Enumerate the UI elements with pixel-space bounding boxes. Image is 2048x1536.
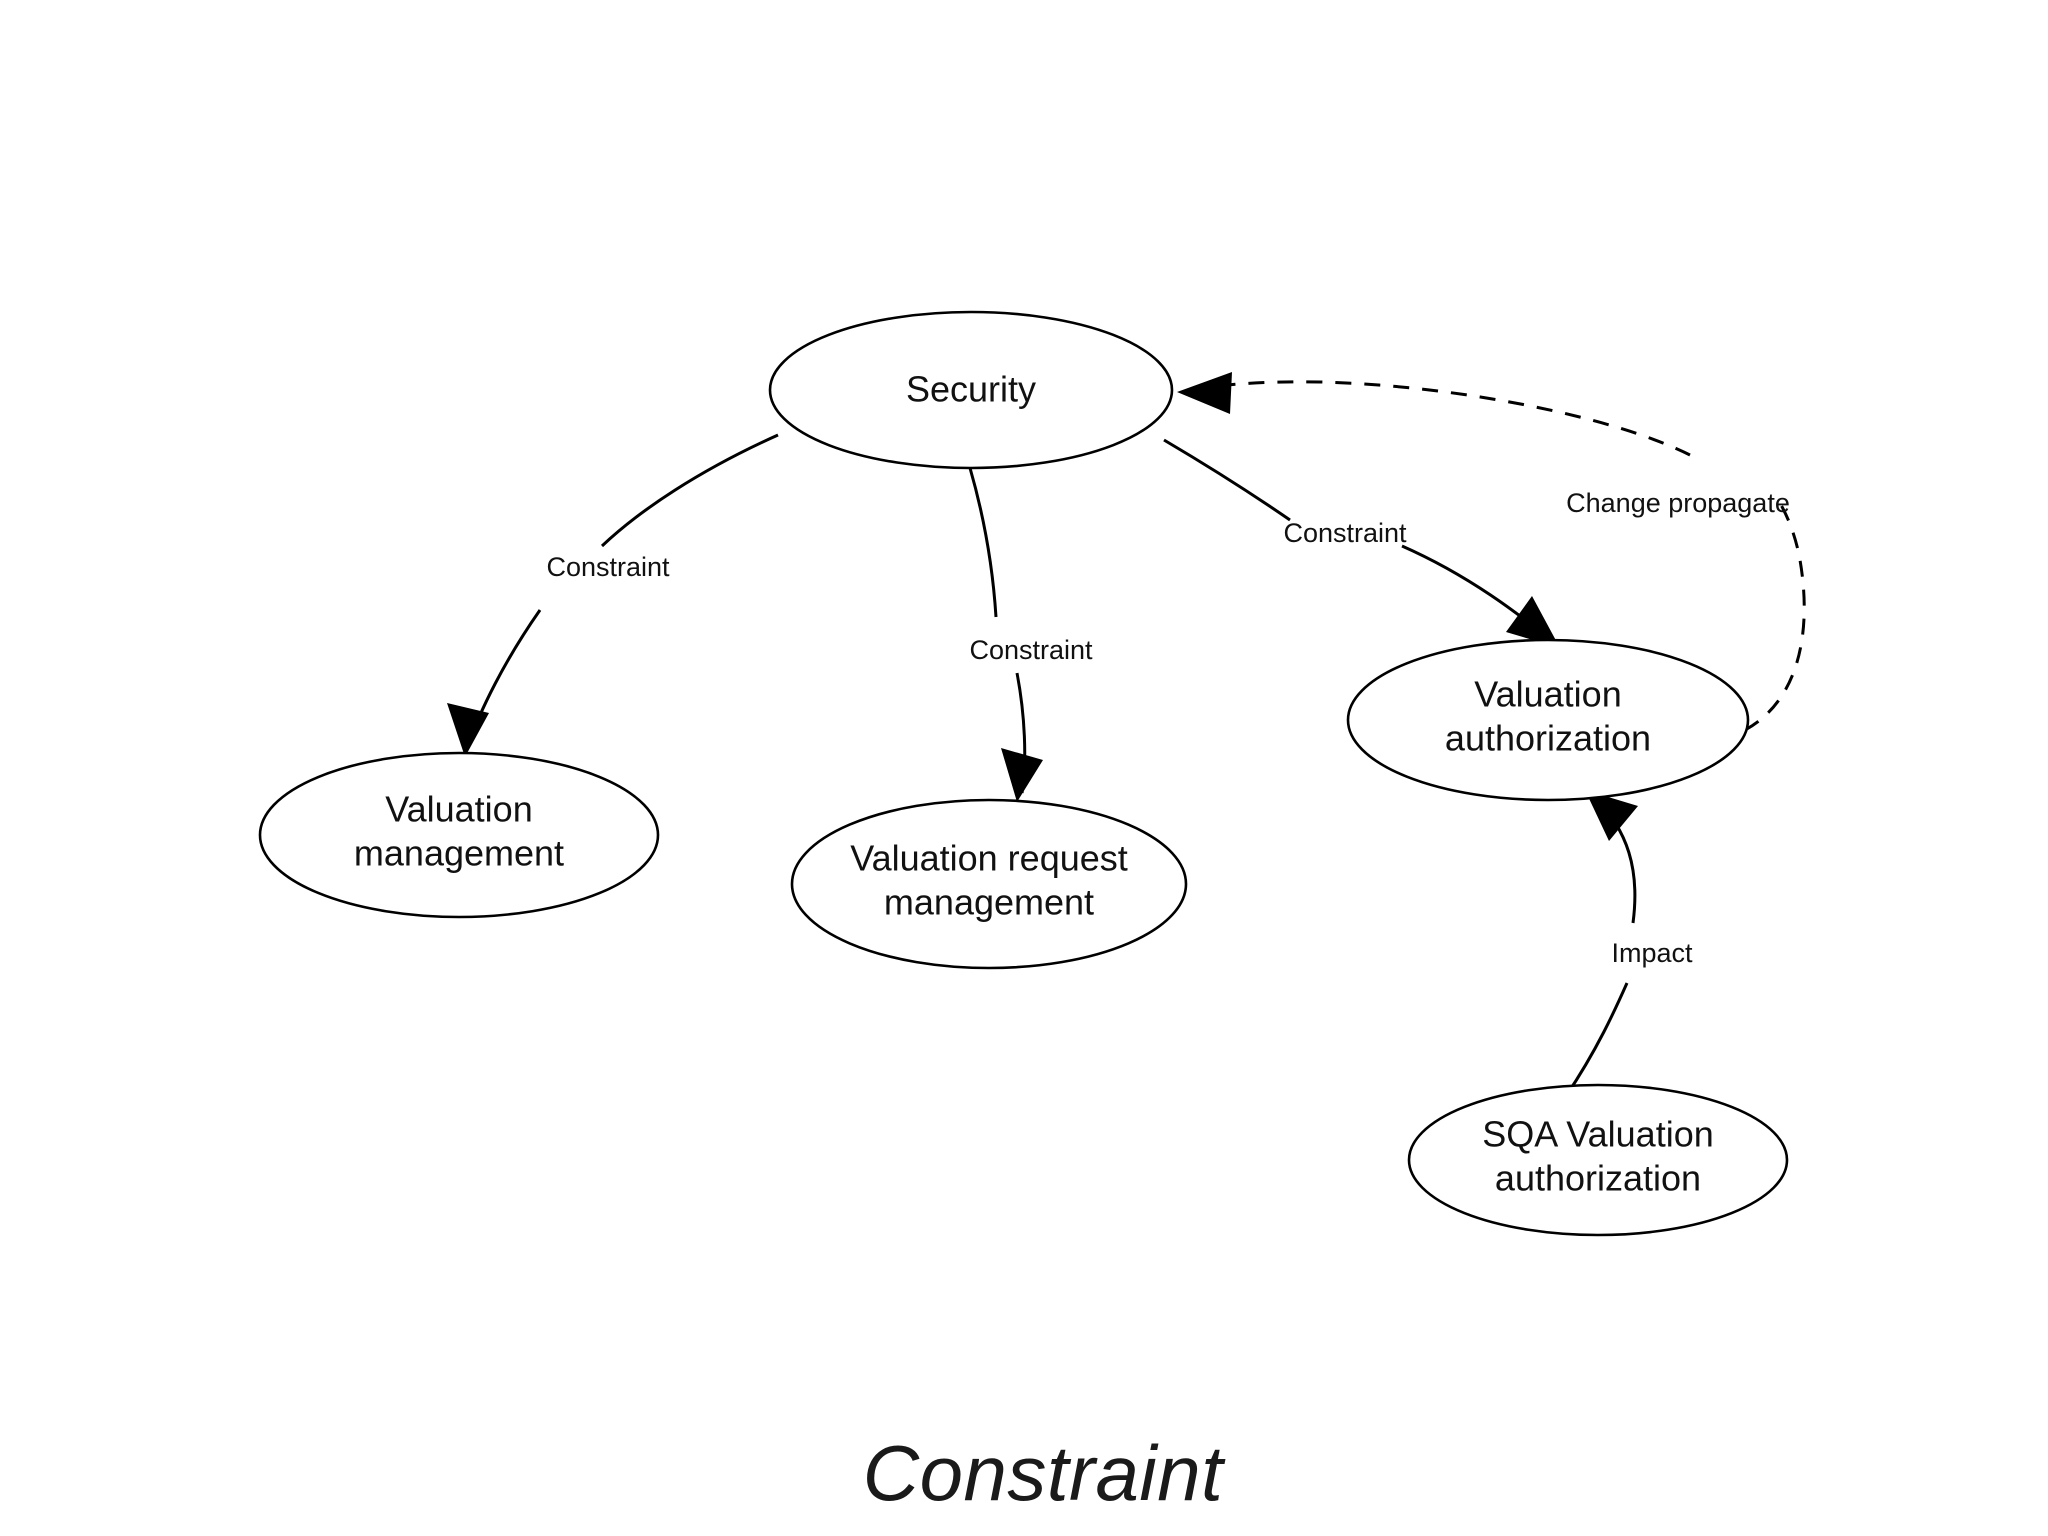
node-shape-ellipse [1407, 1083, 1789, 1237]
arrowhead-icon [447, 703, 489, 757]
node-label-line1: Valuation [1474, 674, 1621, 715]
node-sqa-valuation-authorization[interactable]: SQA Valuation authorization [1407, 1083, 1789, 1237]
node-security[interactable]: Security [768, 310, 1174, 470]
node-shape-ellipse [790, 798, 1188, 970]
node-label-line1: Valuation request [850, 838, 1128, 879]
edge-line-segment-upper [1189, 380, 1691, 457]
node-label-line1: SQA Valuation [1482, 1114, 1714, 1155]
node-label-line2: management [354, 833, 564, 874]
arrowhead-icon [1506, 596, 1560, 648]
arrowhead-icon [1001, 748, 1043, 802]
edge-line-segment-upper [968, 467, 998, 618]
figure-caption: Constraint [863, 1429, 1226, 1517]
node-valuation-management[interactable]: Valuation management [258, 751, 660, 919]
node-label-line2: authorization [1445, 718, 1651, 759]
edge-line-segment-lower [1744, 494, 1806, 732]
node-valuation-request-management[interactable]: Valuation request management [790, 798, 1188, 970]
edge-line-segment-lower [1564, 982, 1629, 1097]
edge-sqa-to-valuation-auth[interactable]: Impact [1564, 790, 1693, 1097]
arrowhead-icon [1585, 790, 1638, 841]
node-shape-ellipse [1346, 638, 1750, 802]
node-label-line1: Security [906, 369, 1036, 410]
edge-security-to-valuation-management[interactable]: Constraint [447, 433, 779, 757]
edge-security-to-valuation-request[interactable]: Constraint [968, 467, 1093, 802]
node-shape-ellipse [258, 751, 660, 919]
node-label-line1: Valuation [385, 789, 532, 830]
edge-security-to-valuation-auth[interactable]: Constraint [1163, 438, 1560, 648]
edge-label-impact: Impact [1611, 938, 1693, 968]
edge-line-segment-upper [1163, 438, 1291, 522]
node-label-line2: authorization [1495, 1158, 1701, 1199]
node-valuation-authorization[interactable]: Valuation authorization [1346, 638, 1750, 802]
arrowhead-icon [1177, 372, 1232, 414]
edge-valuation-auth-to-security[interactable]: Change propagate [1177, 372, 1806, 732]
edge-label-constraint-left: Constraint [546, 552, 670, 582]
edge-label-constraint-right: Constraint [1283, 518, 1407, 548]
node-label-line2: management [884, 882, 1094, 923]
node-shape-ellipse [768, 310, 1174, 470]
edge-label-constraint-center: Constraint [969, 635, 1093, 665]
edge-label-change-propagate: Change propagate [1566, 488, 1790, 518]
edge-line-segment-upper [600, 433, 779, 548]
